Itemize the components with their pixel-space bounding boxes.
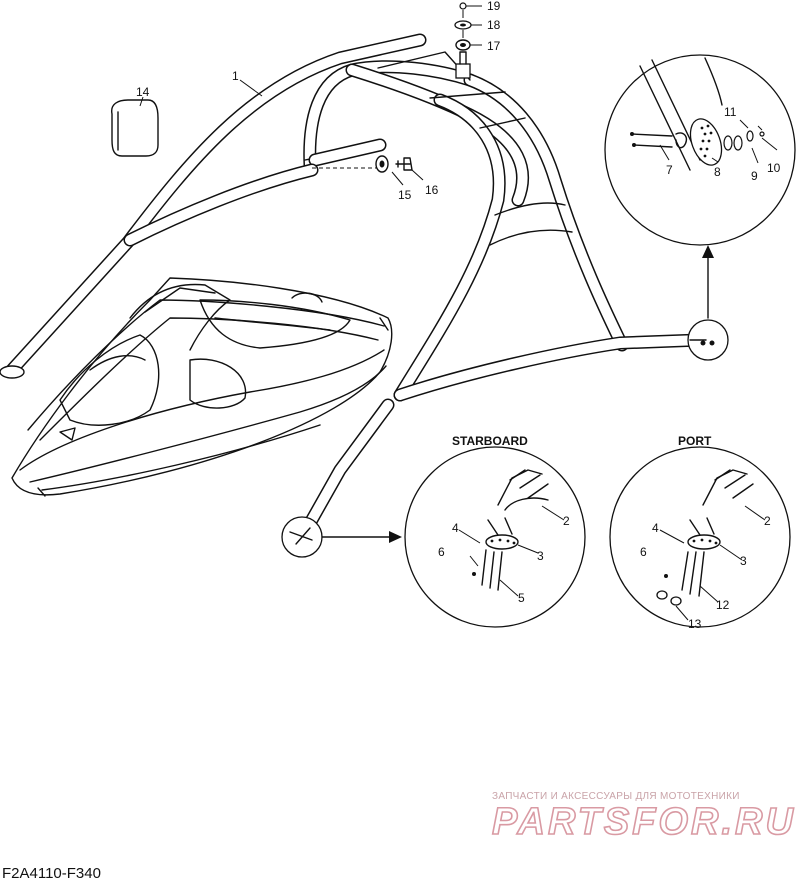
label-8: 8 bbox=[714, 165, 721, 179]
part-number-labels: 1 14 15 16 19 18 17 11 7 8 9 10 STARBOAR… bbox=[136, 0, 781, 631]
label-2-starboard: 2 bbox=[563, 514, 570, 528]
label-16: 16 bbox=[425, 183, 439, 197]
parts-15-16 bbox=[375, 155, 413, 173]
label-11: 11 bbox=[724, 105, 737, 119]
label-19: 19 bbox=[487, 0, 501, 13]
label-2-port: 2 bbox=[764, 514, 771, 528]
watermark-logo-text: PARTSFOR.RU bbox=[492, 801, 796, 843]
label-18: 18 bbox=[487, 18, 501, 32]
label-14: 14 bbox=[136, 85, 150, 99]
watermark: ЗАПЧАСТИ И АКСЕССУАРЫ ДЛЯ МОТОТЕХНИКИ PA… bbox=[491, 791, 796, 844]
label-4-port: 4 bbox=[652, 521, 659, 535]
label-6-starboard: 6 bbox=[438, 545, 445, 559]
detail-circle-starboard bbox=[404, 446, 586, 628]
label-6-port: 6 bbox=[640, 545, 647, 559]
figure-code: F2A4110-F340 bbox=[2, 865, 101, 881]
heading-starboard: STARBOARD bbox=[452, 434, 528, 448]
detail-circle-7-11 bbox=[604, 54, 796, 246]
tower-frame bbox=[0, 33, 707, 539]
boat-illustration bbox=[11, 277, 393, 497]
parts-17-19-stack bbox=[454, 2, 482, 51]
label-10: 10 bbox=[767, 161, 781, 175]
label-9: 9 bbox=[751, 169, 758, 183]
label-12: 12 bbox=[716, 598, 730, 612]
label-3-starboard: 3 bbox=[537, 549, 544, 563]
label-13: 13 bbox=[688, 617, 702, 631]
label-5: 5 bbox=[518, 591, 525, 605]
watermark-tagline: ЗАПЧАСТИ И АКСЕССУАРЫ ДЛЯ МОТОТЕХНИКИ bbox=[492, 791, 740, 802]
label-3-port: 3 bbox=[740, 554, 747, 568]
part-14-pad bbox=[111, 99, 159, 157]
label-15: 15 bbox=[398, 188, 412, 202]
heading-port: PORT bbox=[678, 434, 712, 448]
leader-lines bbox=[139, 79, 778, 621]
label-1: 1 bbox=[232, 69, 239, 83]
label-4-starboard: 4 bbox=[452, 521, 459, 535]
detail-callouts bbox=[281, 245, 729, 558]
detail-circle-port bbox=[609, 446, 791, 628]
label-17: 17 bbox=[487, 39, 501, 53]
label-7: 7 bbox=[666, 163, 673, 177]
